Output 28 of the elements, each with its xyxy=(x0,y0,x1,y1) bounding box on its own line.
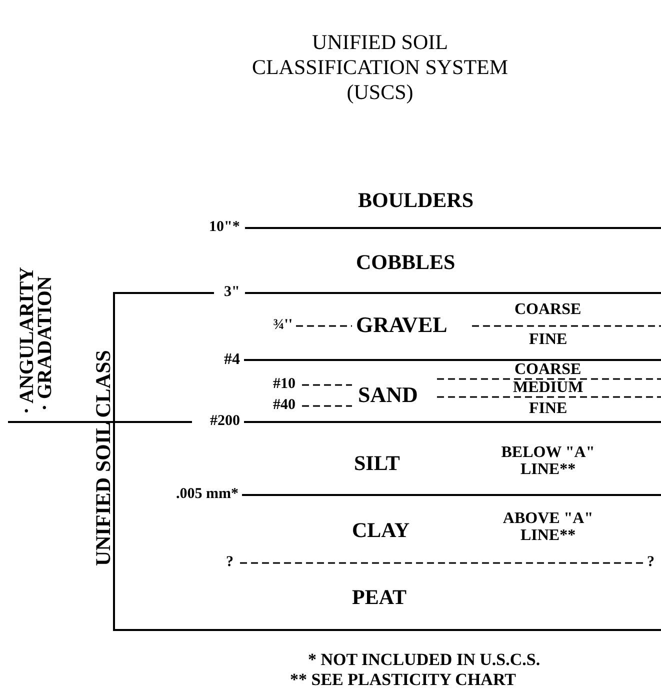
size-limit: 3" xyxy=(224,285,240,301)
size-limit: #10 xyxy=(273,377,296,393)
size-limit: ¾'' xyxy=(273,318,293,334)
diagram-title: UNIFIED SOIL CLASSIFICATION SYSTEM (USCS) xyxy=(250,30,510,106)
size-limit: #40 xyxy=(273,398,296,414)
zone-name: PEAT xyxy=(352,586,406,608)
size-limit: ? xyxy=(647,555,654,571)
zone-name: SILT xyxy=(354,452,400,474)
subzone-name: COARSE xyxy=(514,362,582,378)
subzone-name: FINE xyxy=(529,332,568,348)
size-limit: .005 mm* xyxy=(176,487,238,503)
zone-name: COBBLES xyxy=(356,251,456,274)
zone-name: BOULDERS xyxy=(358,189,474,212)
footnote: ** SEE PLASTICITY CHART xyxy=(290,671,516,689)
size-limit: #200 xyxy=(210,414,240,430)
vertical-heading: UNIFIED SOIL CLASS xyxy=(92,350,114,566)
size-limit: #4 xyxy=(224,352,240,368)
subzone-name: COARSE xyxy=(514,302,582,318)
footnote: * NOT INCLUDED IN U.S.C.S. xyxy=(308,651,540,669)
subzone-name: MEDIUM xyxy=(513,380,584,396)
subzone-name: FINE xyxy=(529,400,568,418)
plasticity-note: BELOW "A" LINE** xyxy=(500,445,596,479)
size-limit: ? xyxy=(226,555,234,571)
size-limit: 10"* xyxy=(209,220,240,236)
zone-name: CLAY xyxy=(352,519,410,542)
zone-name: SAND xyxy=(358,382,418,406)
plasticity-note: ABOVE "A" LINE** xyxy=(502,511,594,545)
zone-name: GRAVEL xyxy=(356,312,448,336)
